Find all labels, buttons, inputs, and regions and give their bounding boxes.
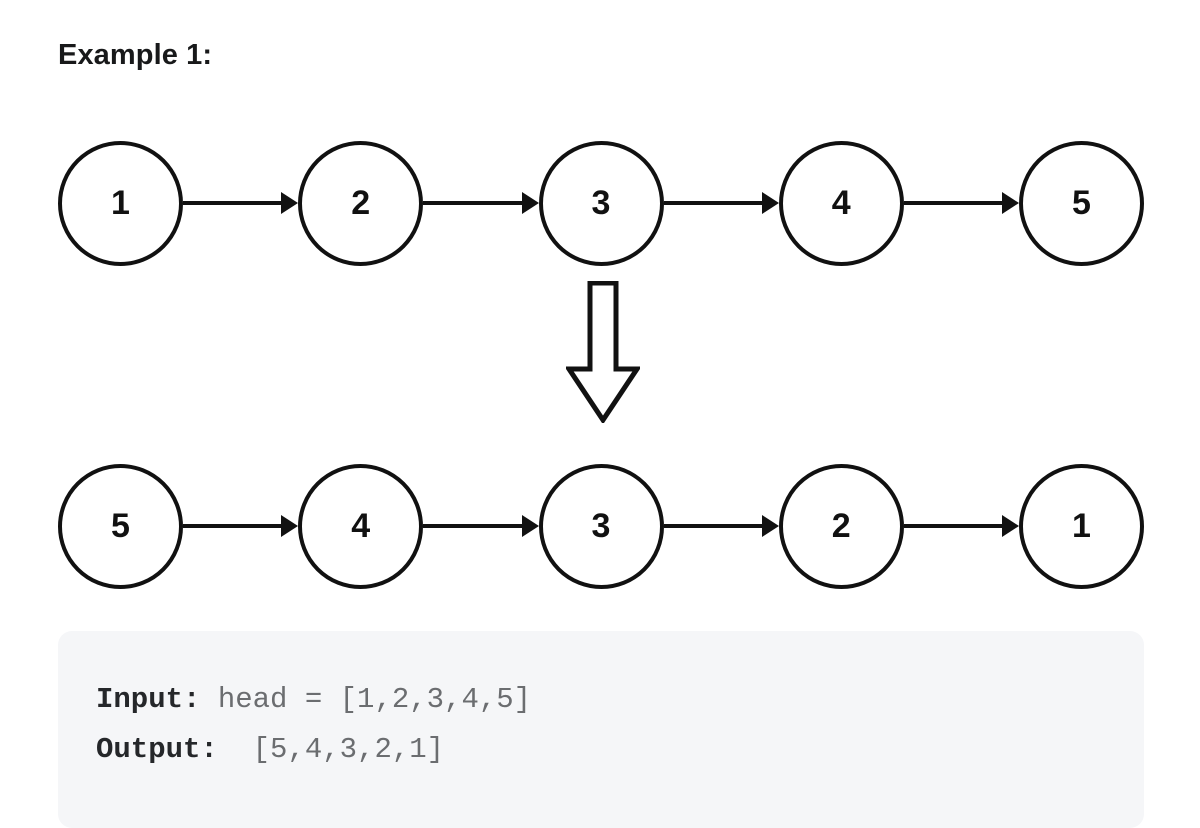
arrow-shaft [423, 201, 526, 205]
arrow-head [281, 515, 299, 537]
list-node: 3 [538, 463, 664, 589]
arrow-right-icon [423, 515, 539, 537]
arrow-head [1002, 192, 1019, 214]
arrow-head [281, 192, 299, 214]
code-line-input: Input: head = [1,2,3,4,5] [96, 675, 1144, 725]
input-label: Input: [96, 683, 201, 716]
arrow-shaft [903, 524, 1006, 528]
block-arrow-down-icon [564, 280, 642, 425]
arrow-shaft [663, 524, 766, 528]
list-node: 5 [1019, 140, 1144, 266]
list-node: 1 [1019, 463, 1144, 589]
list-node: 2 [778, 463, 904, 589]
arrow-right-icon [663, 192, 779, 214]
arrow-right-icon [183, 192, 299, 214]
list-node: 1 [58, 140, 183, 266]
input-value: head = [1,2,3,4,5] [200, 683, 532, 716]
arrow-head [521, 515, 539, 537]
arrow-head [1002, 515, 1019, 537]
example-code-block: Input: head = [1,2,3,4,5] Output: [5,4,3… [58, 631, 1144, 828]
input-linked-list-row: 1 2 3 4 5 [58, 140, 1144, 266]
arrow-right-icon [663, 515, 779, 537]
example-heading: Example 1: [58, 39, 213, 71]
arrow-shaft [663, 201, 766, 205]
output-value: [5,4,3,2,1] [217, 733, 445, 766]
arrow-head [761, 515, 779, 537]
arrow-right-icon [183, 515, 299, 537]
arrow-shaft [423, 524, 526, 528]
arrow-shaft [903, 201, 1006, 205]
list-node: 5 [58, 463, 183, 589]
list-node: 2 [298, 140, 424, 266]
list-node: 4 [298, 463, 424, 589]
list-node: 3 [538, 140, 664, 266]
code-line-output: Output: [5,4,3,2,1] [96, 725, 1144, 775]
output-label: Output: [96, 733, 218, 766]
linked-list-diagram: 1 2 3 4 5 5 [58, 140, 1144, 589]
arrow-shaft [183, 524, 286, 528]
arrow-head [521, 192, 539, 214]
arrow-right-icon [903, 515, 1019, 537]
arrow-right-icon [903, 192, 1019, 214]
arrow-head [761, 192, 779, 214]
arrow-shaft [183, 201, 286, 205]
list-node: 4 [778, 140, 904, 266]
output-linked-list-row: 5 4 3 2 1 [58, 463, 1144, 589]
arrow-right-icon [423, 192, 539, 214]
